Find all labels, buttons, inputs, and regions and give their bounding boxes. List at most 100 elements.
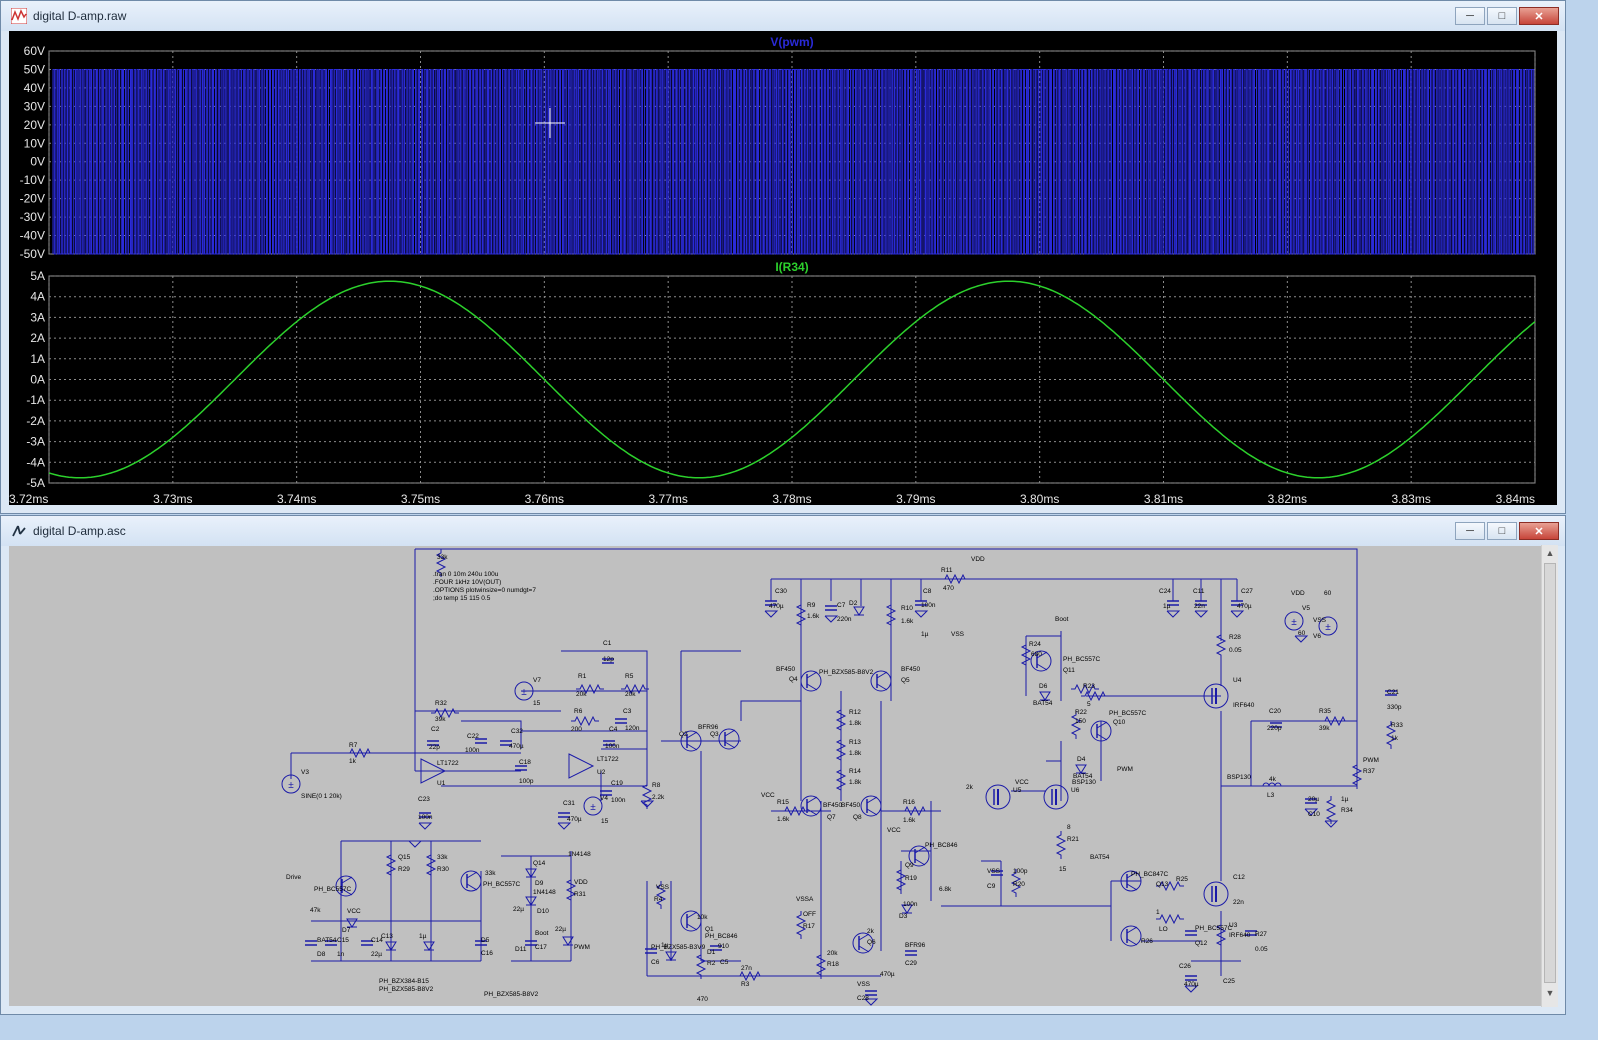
- schematic-window-titlebar[interactable]: digital D-amp.asc ─ □ ✕: [1, 516, 1565, 546]
- scroll-thumb[interactable]: [1544, 563, 1556, 983]
- transistor-body: [852, 932, 874, 954]
- transistor-body: [335, 875, 357, 897]
- y-tick-label: -2A: [26, 414, 45, 428]
- vertical-scrollbar[interactable]: ▲ ▼: [1541, 545, 1558, 1007]
- component-label: 6.8k: [939, 886, 952, 893]
- component-label: 1.8k: [849, 750, 862, 757]
- resistor-symbol: [621, 683, 649, 695]
- component-label: R37: [1363, 768, 1375, 775]
- resistor: [1156, 880, 1184, 892]
- transistor: [718, 728, 740, 750]
- component-label: BAT54: [317, 937, 337, 944]
- ground-symbol: [1304, 808, 1319, 816]
- y-tick-label: -5A: [26, 476, 45, 490]
- component-label: OFF: [803, 911, 816, 918]
- ground-symbol: [764, 610, 779, 618]
- component-label: 470µ: [1237, 603, 1252, 610]
- component-label: 33k: [437, 554, 448, 561]
- component-label: U5: [1013, 787, 1022, 794]
- resistor: [641, 781, 653, 809]
- component-label: 470: [943, 585, 954, 592]
- component-label: R14: [849, 768, 861, 775]
- diode: [346, 918, 358, 928]
- component-label: 8: [1067, 824, 1071, 831]
- trace-title: I(R34): [775, 260, 808, 274]
- diode: [385, 941, 397, 951]
- resistor-symbol: [1215, 921, 1227, 949]
- component-label: BF450: [776, 666, 796, 673]
- resistor-symbol: [641, 781, 653, 809]
- y-tick-label: -10V: [20, 173, 45, 187]
- transistor: [800, 795, 822, 817]
- scroll-down-arrow-icon[interactable]: ▼: [1545, 988, 1555, 998]
- resistor: [1351, 761, 1363, 789]
- transistor-emitter: [686, 923, 698, 931]
- x-tick-label: 3.79ms: [896, 492, 935, 506]
- component-label: 22µ: [513, 906, 524, 913]
- component-label: R22: [1075, 709, 1087, 716]
- component-label: 20µ: [1308, 796, 1319, 803]
- transistor-emitter: [806, 683, 818, 691]
- transistor: [680, 730, 702, 752]
- component-label: 12p: [603, 656, 614, 663]
- diode: [853, 606, 865, 616]
- component-label: 47k: [310, 907, 321, 914]
- component-label: 1µ: [661, 942, 669, 949]
- capacitor: [1167, 600, 1179, 606]
- source-body: [514, 681, 534, 701]
- waveform-window-titlebar[interactable]: digital D-amp.raw ─ □ ✕: [1, 1, 1565, 31]
- component-label: R27: [1255, 931, 1267, 938]
- component-label: C17: [535, 944, 547, 951]
- component-label: 22µ: [371, 951, 382, 958]
- component-label: 22p: [429, 744, 440, 751]
- component-label: C28: [857, 995, 869, 1002]
- component-label: D10: [537, 908, 549, 915]
- component-label: D4: [1077, 756, 1086, 763]
- y-tick-label: 5A: [30, 269, 45, 283]
- component-label: LT1722: [597, 756, 619, 763]
- resistor-symbol: [695, 951, 707, 979]
- resistor-symbol: [431, 707, 459, 719]
- scroll-up-arrow-icon[interactable]: ▲: [1545, 548, 1555, 558]
- schematic-drawing[interactable]: ±±±±±.tran 0 10m 240u 100u.FOUR 1kHz 10V…: [9, 546, 1559, 1008]
- x-tick-label: 3.73ms: [153, 492, 192, 506]
- component-label: 1: [1156, 909, 1160, 916]
- y-tick-label: -20V: [20, 192, 45, 206]
- component-label: BF450: [841, 802, 861, 809]
- resistor: [1020, 641, 1032, 669]
- component-label: 39k: [1319, 725, 1330, 732]
- resistor: [781, 805, 809, 817]
- capacitor: [515, 765, 527, 771]
- component-label: 100n: [418, 814, 433, 821]
- resistor-symbol: [1156, 880, 1184, 892]
- maximize-button[interactable]: □: [1487, 522, 1517, 540]
- waveform-window-title: digital D-amp.raw: [33, 9, 127, 23]
- source-sign: ±: [1325, 622, 1331, 633]
- x-tick-label: 3.72ms: [9, 492, 48, 506]
- close-button[interactable]: ✕: [1519, 7, 1559, 25]
- component-label: 60: [1298, 630, 1306, 637]
- component-label: Q9: [905, 862, 914, 869]
- component-label: 20k: [625, 691, 636, 698]
- schematic-canvas[interactable]: ±±±±±.tran 0 10m 240u 100u.FOUR 1kHz 10V…: [9, 546, 1557, 1006]
- close-button[interactable]: ✕: [1519, 522, 1559, 540]
- waveform-plot[interactable]: 60V50V40V30V20V10V0V-10V-20V-30V-40V-50V…: [9, 31, 1559, 507]
- component-label: LO: [1159, 926, 1168, 933]
- minimize-button[interactable]: ─: [1455, 7, 1485, 25]
- component-label: R23: [1083, 683, 1095, 690]
- component-label: R9: [807, 602, 816, 609]
- resistor: [835, 736, 847, 764]
- y-tick-label: -50V: [20, 247, 45, 261]
- component-label: Q6: [867, 939, 876, 946]
- inductor: [1262, 782, 1282, 787]
- minimize-button[interactable]: ─: [1455, 522, 1485, 540]
- component-label: R28: [1229, 634, 1241, 641]
- transistor: [908, 845, 930, 867]
- resistor: [1156, 913, 1184, 925]
- component-label: PH_BC557C: [1063, 656, 1101, 663]
- transistor: [1090, 720, 1112, 742]
- component-label: PH_BZX585-B8V2: [484, 991, 539, 998]
- maximize-button[interactable]: □: [1487, 7, 1517, 25]
- inductor-coil: [1274, 782, 1282, 787]
